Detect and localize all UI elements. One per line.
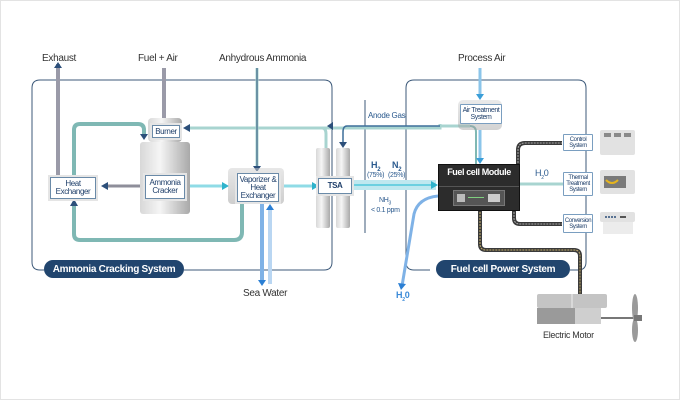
ammonia-cracking-system-title: Ammonia Cracking System: [44, 260, 184, 278]
sea-water-label: Sea Water: [243, 288, 288, 299]
module-schematic-icon: [453, 190, 505, 206]
ammonia-system-border: [31, 79, 333, 271]
fuel-cell-power-system-title: Fuel cell Power System: [436, 260, 570, 278]
teal-loop-bottom: [72, 202, 244, 242]
h2-label: H2: [371, 160, 381, 173]
n2-percent: (25%): [388, 172, 406, 179]
control-panel-icon: [600, 130, 635, 155]
exhaust-arrow-icon: [54, 62, 62, 68]
conversion-system-box[interactable]: Conversion System: [563, 214, 593, 233]
anode-to-burner-arrow-icon: [183, 124, 190, 132]
h2-percent: (75%): [367, 172, 385, 179]
h2o-internal-label: H20: [535, 168, 549, 181]
electric-motor-icon: [537, 294, 638, 324]
teal-loop-top: [72, 122, 146, 178]
vaporizer-box[interactable]: Vaporizer & Heat Exchanger: [237, 173, 279, 202]
fuel-cell-module-title: Fuel cell Module: [447, 167, 511, 177]
conversion-unit-icon: [600, 212, 635, 234]
control-system-box[interactable]: Control System: [563, 134, 593, 151]
module-divider: [439, 186, 519, 187]
thermal-unit-icon: [600, 170, 635, 194]
tsa-box[interactable]: TSA: [318, 178, 352, 194]
burner-box[interactable]: Burner: [152, 125, 180, 138]
n2-label: N2: [392, 160, 402, 173]
heat-exchanger-box[interactable]: Heat Exchanger: [50, 177, 96, 199]
process-air-label: Process Air: [458, 53, 506, 64]
electric-motor-label: Electric Motor: [543, 330, 594, 340]
h2o-out-label: H20: [396, 290, 410, 303]
nh3-label: NH3: [379, 197, 391, 207]
control-cable: [516, 141, 562, 166]
anhydrous-ammonia-label: Anhydrous Ammonia: [219, 53, 307, 64]
air-treatment-box[interactable]: Air Treatment System: [460, 104, 502, 124]
fuel-air-label: Fuel + Air: [138, 53, 178, 64]
h2o-out-pipe: [400, 194, 439, 287]
fuel-cell-module[interactable]: Fuel cell Module: [438, 164, 520, 211]
nh3-limit: < 0.1 ppm: [371, 207, 400, 214]
conversion-cable: [512, 209, 562, 226]
exhaust-label: Exhaust: [42, 53, 77, 64]
anode-gas-label: Anode Gas: [368, 111, 406, 120]
ammonia-cracker-box[interactable]: Ammonia Cracker: [145, 175, 185, 199]
thermal-treatment-box[interactable]: Thermal Treatment System: [563, 172, 593, 196]
propeller-icon: [632, 294, 642, 342]
